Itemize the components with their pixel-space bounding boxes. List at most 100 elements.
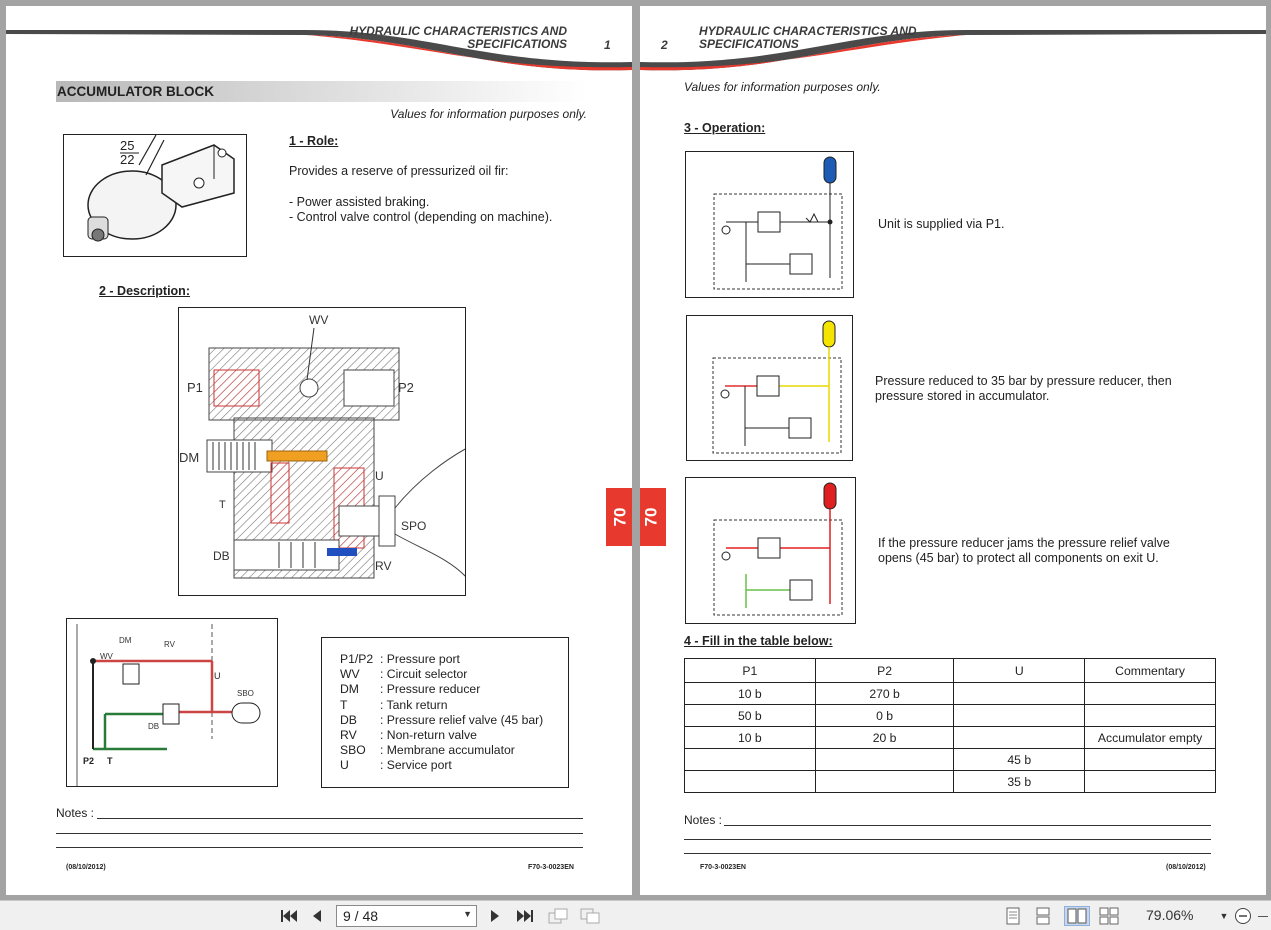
operation-diagram-2 bbox=[686, 315, 853, 461]
description-title: 2 - Description: bbox=[99, 284, 190, 298]
notes-line bbox=[56, 847, 583, 848]
section-tab: 70 bbox=[640, 488, 666, 546]
schem-t: T bbox=[107, 756, 113, 766]
last-page-button[interactable] bbox=[515, 906, 535, 926]
table-cell bbox=[684, 770, 816, 793]
header-title: HYDRAULIC CHARACTERISTICS AND SPECIFICAT… bbox=[349, 24, 567, 51]
legend-item: DM: Pressure reducer bbox=[340, 682, 568, 697]
two-page-continuous-button[interactable] bbox=[1098, 906, 1120, 926]
footer-date: (08/10/2012) bbox=[66, 864, 106, 871]
left-page: HYDRAULIC CHARACTERISTICS AND SPECIFICAT… bbox=[6, 6, 632, 895]
right-page: 2 HYDRAULIC CHARACTERISTICS AND SPECIFIC… bbox=[640, 6, 1266, 895]
legend-code: U bbox=[340, 758, 349, 773]
two-page-view-button[interactable] bbox=[1064, 906, 1090, 926]
two-page-icon bbox=[1067, 908, 1087, 924]
page-number: 1 bbox=[604, 38, 611, 52]
table-cell bbox=[814, 748, 955, 771]
page-number-input[interactable]: 9 / 48 ▼ bbox=[336, 905, 477, 927]
info-note: Values for information purposes only. bbox=[390, 107, 587, 121]
header-swoosh bbox=[6, 30, 632, 71]
single-page-view-button[interactable] bbox=[1004, 906, 1022, 926]
chevron-down-icon: ▼ bbox=[1219, 911, 1229, 921]
previous-page-icon bbox=[313, 910, 321, 922]
operation-text-1: Unit is supplied via P1. bbox=[878, 217, 1005, 231]
page-number: 2 bbox=[661, 38, 668, 52]
col-header: P2 bbox=[814, 658, 955, 683]
legend-code: DB bbox=[340, 712, 357, 727]
col-header: U bbox=[953, 658, 1086, 683]
legend-item: P1/P2 : Pressure port bbox=[340, 652, 568, 667]
schem-wv: WV bbox=[100, 652, 114, 661]
legend-item: WV: Circuit selector bbox=[340, 667, 568, 682]
two-page-continuous-icon bbox=[1099, 907, 1119, 925]
table-cell bbox=[953, 682, 1086, 705]
label-rv: RV bbox=[375, 559, 391, 573]
accumulator-photo: 25 22 bbox=[63, 134, 247, 257]
next-page-icon bbox=[491, 910, 499, 922]
cutaway-drawing: WV P1 P2 DM T U DB SPO RV bbox=[178, 307, 466, 596]
document-viewport[interactable]: HYDRAULIC CHARACTERISTICS AND SPECIFICAT… bbox=[0, 0, 1271, 900]
legend-item: T : Tank return bbox=[340, 698, 568, 713]
legend-desc: : Circuit selector bbox=[380, 667, 468, 682]
info-note: Values for information purposes only. bbox=[684, 80, 881, 94]
table-row: 45 b bbox=[684, 748, 1216, 771]
photo-label-25: 25 bbox=[120, 138, 134, 153]
label-db: DB bbox=[213, 549, 230, 563]
header-swoosh bbox=[640, 30, 1266, 71]
role-bullet-2: - Control valve control (depending on ma… bbox=[289, 210, 553, 224]
label-p1: P1 bbox=[187, 380, 203, 395]
zoom-level[interactable]: 79.06% bbox=[1146, 907, 1194, 923]
hydraulic-schematic: DM RV SBO DB WV P2 T U bbox=[66, 618, 278, 787]
legend-desc: : Pressure port bbox=[380, 652, 460, 666]
role-title: 1 - Role: bbox=[289, 134, 339, 148]
table-cell: 10 b bbox=[684, 682, 816, 705]
table-cell: 35 b bbox=[953, 770, 1086, 793]
zoom-dropdown[interactable]: ▼ bbox=[1219, 906, 1229, 926]
legend-code: P1/P2 bbox=[340, 652, 374, 666]
label-spo: SPO bbox=[401, 519, 426, 533]
footer-ref: F70-3-0023EN bbox=[528, 864, 574, 871]
table-cell bbox=[953, 704, 1086, 727]
label-t: T bbox=[219, 499, 226, 511]
next-page-button[interactable] bbox=[488, 906, 502, 926]
legend-desc: : Membrane accumulator bbox=[380, 743, 515, 758]
table-header-row: P1 P2 U Commentary bbox=[684, 658, 1216, 683]
previous-view-button[interactable] bbox=[547, 906, 569, 926]
table-cell bbox=[814, 770, 955, 793]
operation-text-2: Pressure reduced to 35 bar by pressure r… bbox=[875, 374, 1172, 403]
zoom-out-button[interactable] bbox=[1233, 906, 1253, 926]
legend-code: SBO bbox=[340, 743, 366, 758]
legend-desc: : Pressure reducer bbox=[380, 682, 481, 697]
legend-code: T bbox=[340, 697, 348, 712]
legend-desc: : Non-return valve bbox=[380, 728, 477, 743]
col-header: Commentary bbox=[1084, 658, 1216, 683]
label-dm: DM bbox=[179, 450, 199, 465]
continuous-view-button[interactable] bbox=[1034, 906, 1052, 926]
zoom-slider[interactable] bbox=[1258, 906, 1268, 926]
chevron-down-icon[interactable]: ▼ bbox=[463, 909, 472, 919]
table-cell bbox=[684, 748, 816, 771]
first-page-button[interactable] bbox=[280, 906, 298, 926]
operation-diagram-1 bbox=[685, 151, 854, 298]
notes-line bbox=[684, 839, 1211, 840]
schem-u: U bbox=[214, 671, 221, 681]
operation-text-3: If the pressure reducer jams the pressur… bbox=[878, 536, 1170, 565]
legend-desc: : Tank return bbox=[380, 697, 448, 712]
table-cell bbox=[1084, 682, 1216, 705]
next-view-button[interactable] bbox=[579, 906, 601, 926]
previous-page-button[interactable] bbox=[310, 906, 324, 926]
notes-label: Notes : bbox=[684, 813, 723, 827]
single-page-icon bbox=[1006, 907, 1020, 925]
schem-dm: DM bbox=[119, 636, 132, 645]
footer-date: (08/10/2012) bbox=[1166, 864, 1206, 871]
notes-line bbox=[684, 853, 1211, 854]
table-row: 35 b bbox=[684, 770, 1216, 793]
table-cell: 10 b bbox=[684, 726, 816, 749]
role-text: Provides a reserve of pressurizeḋ oil fi… bbox=[289, 164, 509, 178]
label-wv: WV bbox=[309, 313, 328, 327]
photo-label-22: 22 bbox=[120, 152, 134, 167]
